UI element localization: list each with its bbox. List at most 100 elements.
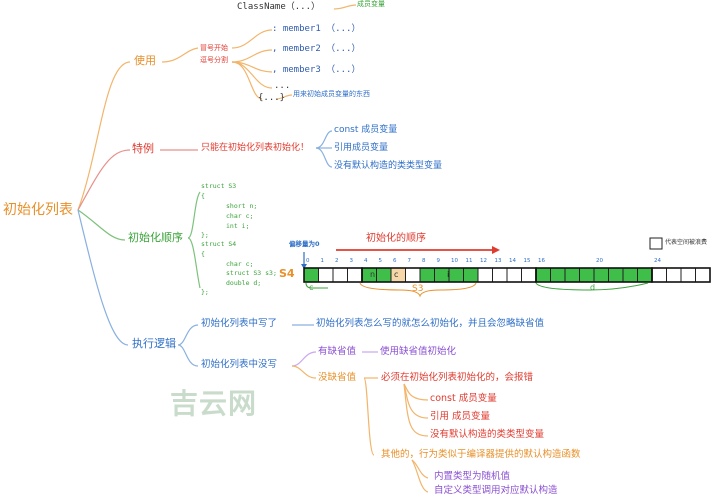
offset-tick: 13 (494, 258, 502, 264)
code-line: { (201, 192, 205, 200)
memory-byte-cell (666, 267, 682, 283)
offset-tick: 9 (436, 258, 441, 264)
branch-special (77, 149, 131, 211)
memory-byte-cell (651, 267, 667, 283)
memory-byte-cell (564, 267, 580, 283)
custom-default-ctor: 自定义类型调用对应默认构造 (434, 485, 558, 496)
logic-node: 执行逻辑 (132, 337, 176, 350)
builtin-random: 内置类型为随机值 (434, 471, 511, 482)
memory-byte-cell (347, 267, 363, 283)
must-item-const: const 成员变量 (430, 393, 497, 404)
c-cell-label: c (394, 270, 399, 279)
branch-usage (77, 61, 131, 211)
memory-layout (301, 237, 711, 298)
memory-byte-cell (506, 267, 522, 283)
written-node: 初始化列表中写了 (201, 318, 278, 329)
written-desc: 初始化列表怎么写的就怎么初始化，并且会忽略缺省值 (316, 318, 545, 329)
d-brace-label: d (590, 283, 596, 292)
code-line: }; (201, 288, 209, 296)
memory-byte-cell (637, 267, 653, 283)
root-node: 初始化列表 (3, 202, 73, 218)
memory-byte-cell (448, 267, 464, 283)
code-line: struct S4 (201, 240, 237, 248)
code-line: short n; (226, 202, 258, 210)
offset-tick: 2 (335, 258, 339, 264)
member-var-note: 成员变量 (357, 0, 385, 8)
ellipsis: ... (274, 81, 291, 91)
body-note: 用来初始成员变量的东西 (293, 90, 370, 98)
offset-tick: 12 (480, 258, 487, 264)
offset-tick: 6 (393, 258, 397, 264)
other-node: 其他的，行为类似于编译器提供的默认构造函数 (381, 449, 581, 460)
offset-tick: 15 (523, 258, 531, 264)
memory-byte-cell (318, 267, 334, 283)
offset-tick: 16 (538, 258, 545, 264)
memory-byte-cell (376, 267, 392, 283)
special-item-const: const 成员变量 (334, 125, 398, 135)
branch-order (77, 209, 126, 241)
must-item-ref: 引用 成员变量 (430, 411, 491, 422)
code-line: struct S3 s3; (226, 269, 277, 277)
memory-byte-cell (593, 267, 609, 283)
comma-note: 逗号分割 (200, 56, 228, 64)
offset-label: 偏移量为0 (289, 240, 320, 248)
memory-group-border (651, 267, 711, 283)
not-written-node: 初始化列表中没写 (201, 359, 278, 370)
memory-byte-cell (535, 267, 551, 283)
classname-text: ClassName（...） (237, 2, 321, 12)
memory-byte-cell (419, 267, 435, 283)
s3-brace-label: S3 (412, 284, 424, 294)
special-item-nodefault: 没有默认构造的类类型变量 (334, 161, 443, 171)
memory-byte-cell (695, 267, 711, 283)
memory-byte-cell (477, 267, 493, 283)
offset-tick: 14 (509, 258, 516, 264)
no-default-node: 没缺省值 (318, 372, 357, 383)
order-node: 初始化顺序 (128, 231, 183, 244)
offset-tick: 10 (451, 258, 458, 264)
offset-tick: 11 (465, 258, 473, 264)
code-line: double d; (226, 279, 262, 287)
memory-byte-cell (303, 267, 319, 283)
no-default-desc: 必须在初始化列表初始化的，会报错 (381, 372, 534, 383)
code-line: struct S3 (201, 182, 237, 190)
branch-logic (77, 209, 129, 346)
member3-line: , member3 （...） (272, 65, 361, 75)
memory-byte-cell (492, 267, 508, 283)
code-line: }; (201, 231, 209, 239)
c-brace-label: c (309, 283, 314, 292)
has-default-node: 有缺省值 (318, 346, 357, 357)
watermark-logo: 吉云网 (170, 387, 258, 420)
code-line: { (201, 250, 205, 258)
offset-tick: 7 (407, 258, 412, 264)
must-item-nodefault: 没有默认构造的类类型变量 (430, 429, 545, 440)
member1-line: : member1 （...） (272, 24, 361, 34)
memory-byte-cell (608, 267, 624, 283)
offset-tick: 1 (320, 258, 325, 264)
usage-node: 使用 (134, 54, 156, 67)
offset-tick: 8 (422, 258, 426, 264)
offset-tick: 0 (306, 258, 310, 264)
offset-tick: 5 (378, 258, 383, 264)
i-cell-label: i (447, 270, 450, 279)
memory-byte-cell (680, 267, 696, 283)
memory-byte-cell (405, 267, 421, 283)
body-braces: {...} (258, 93, 286, 103)
colon-note: 冒号开始 (200, 44, 228, 52)
member2-line: , member2 （...） (272, 44, 361, 54)
init-order-arrow-label: 初始化的顺序 (366, 233, 426, 244)
memory-byte-cell (622, 267, 638, 283)
special-item-ref: 引用成员变量 (334, 143, 389, 153)
special-desc: 只能在初始化列表初始化！ (201, 143, 310, 153)
n-cell-label: n (370, 270, 376, 279)
offset-tick: 3 (349, 258, 354, 264)
s4-label: S4 (279, 267, 295, 280)
memory-byte-cell (463, 267, 479, 283)
offset-tick: 4 (364, 258, 368, 264)
memory-byte-cell (550, 267, 566, 283)
legend-text: 代表空间被浪费 (665, 239, 708, 246)
has-default-desc: 使用缺省值初始化 (380, 346, 457, 357)
code-line: int i; (226, 222, 250, 230)
special-node: 特例 (132, 142, 154, 155)
memory-byte-cell (332, 267, 348, 283)
